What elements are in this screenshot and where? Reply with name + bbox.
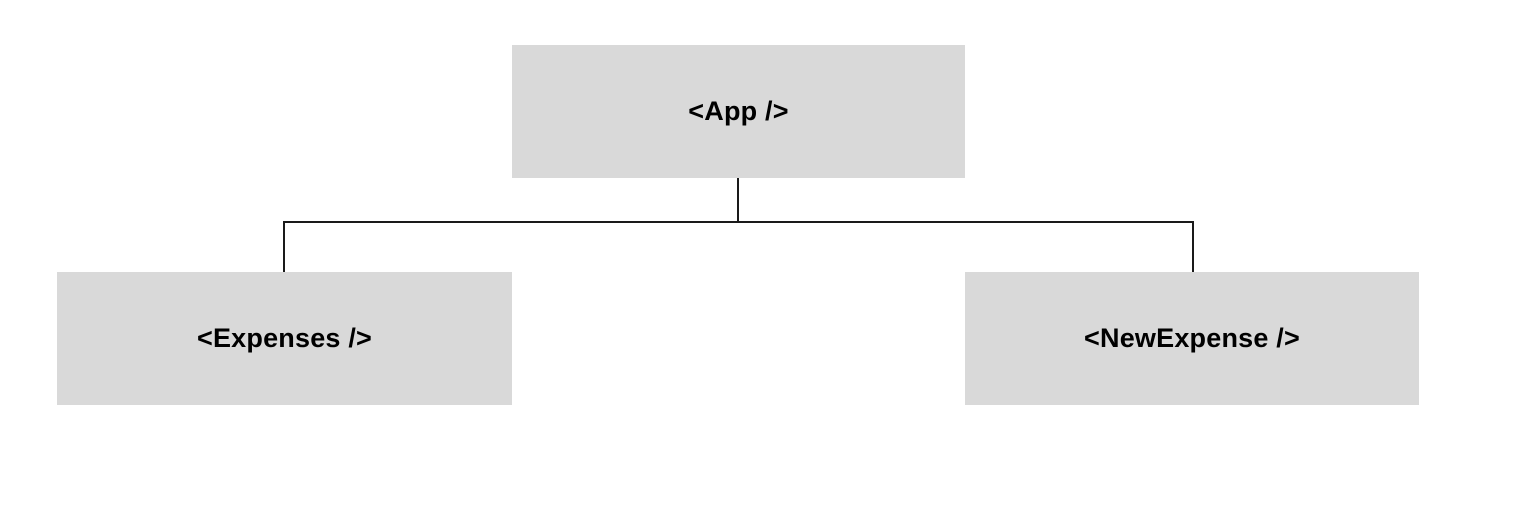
node-app-label: <App />	[688, 96, 789, 126]
node-expenses-label: <Expenses />	[196, 323, 372, 353]
edge-app-stem	[737, 178, 739, 222]
node-app[interactable]: <App />	[512, 45, 965, 178]
edge-app-to-expenses	[283, 221, 285, 272]
edge-app-to-newexpense	[1192, 221, 1194, 272]
edge-horizontal-bus	[284, 221, 1194, 223]
node-expenses[interactable]: <Expenses />	[57, 272, 512, 405]
node-newexpense-label: <NewExpense />	[1084, 323, 1300, 353]
node-newexpense[interactable]: <NewExpense />	[965, 272, 1419, 405]
